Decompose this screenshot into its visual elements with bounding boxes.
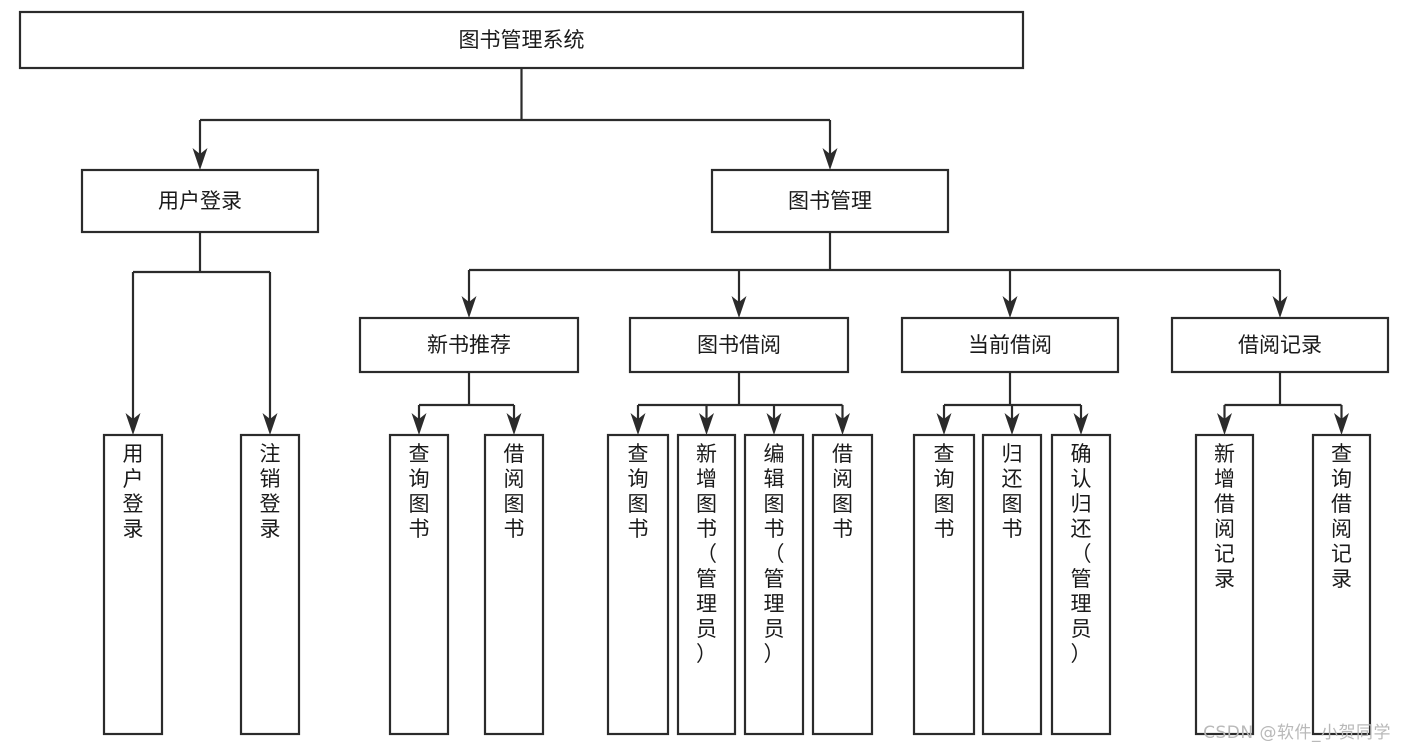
node-user-login[interactable]: 用户登录 bbox=[80, 168, 320, 234]
node-leaf-borrow-book-2[interactable]: 借阅图书 bbox=[811, 433, 874, 736]
node-leaf-query-record-label: 查询借阅记录 bbox=[1331, 442, 1352, 591]
arrow-head-icon bbox=[1073, 413, 1089, 435]
node-leaf-edit-book[interactable]: 编辑图书（管理员） bbox=[743, 433, 805, 736]
node-leaf-user-login-label: 用户登录 bbox=[123, 442, 144, 541]
node-current-borrow[interactable]: 当前借阅 bbox=[900, 316, 1120, 374]
node-leaf-logout[interactable]: 注销登录 bbox=[239, 433, 301, 736]
node-leaf-add-record[interactable]: 新增借阅记录 bbox=[1194, 433, 1255, 736]
arrow-head-icon bbox=[822, 148, 838, 170]
node-leaf-return-book[interactable]: 归还图书 bbox=[981, 433, 1043, 736]
arrow-head-icon bbox=[1334, 413, 1349, 435]
node-borrow-record[interactable]: 借阅记录 bbox=[1170, 316, 1390, 374]
node-leaf-confirm-return-label: 确认归还（管理员） bbox=[1071, 442, 1092, 666]
arrow-head-icon bbox=[262, 413, 278, 435]
node-leaf-borrow-book-2-label: 借阅图书 bbox=[832, 442, 853, 541]
node-leaf-borrow-book-1[interactable]: 借阅图书 bbox=[483, 433, 545, 736]
arrow-head-icon bbox=[125, 413, 141, 435]
node-leaf-edit-book-box[interactable] bbox=[743, 433, 805, 736]
arrow-head-icon bbox=[1217, 413, 1232, 435]
node-leaf-user-login[interactable]: 用户登录 bbox=[102, 433, 164, 736]
node-leaf-edit-book-label: 编辑图书（管理员） bbox=[764, 442, 785, 666]
node-leaf-borrow-book-1-label: 借阅图书 bbox=[504, 442, 525, 541]
arrow-head-icon bbox=[192, 148, 208, 170]
node-new-book-recommend-box[interactable] bbox=[358, 316, 580, 374]
node-book-manage-box[interactable] bbox=[710, 168, 950, 234]
node-leaf-confirm-return[interactable]: 确认归还（管理员） bbox=[1050, 433, 1112, 736]
node-leaf-query-book-1-label: 查询图书 bbox=[409, 442, 430, 541]
node-leaf-add-book-box[interactable] bbox=[676, 433, 737, 736]
node-leaf-logout-box[interactable] bbox=[239, 433, 301, 736]
node-leaf-query-record-box[interactable] bbox=[1311, 433, 1372, 736]
node-user-login-label: 用户登录 bbox=[158, 189, 242, 213]
node-root-system[interactable]: 图书管理系统 bbox=[18, 10, 1025, 70]
node-leaf-query-book-3[interactable]: 查询图书 bbox=[912, 433, 976, 736]
node-leaf-add-book-label: 新增图书（管理员） bbox=[696, 442, 717, 666]
node-book-manage[interactable]: 图书管理 bbox=[710, 168, 950, 234]
arrow-head-icon bbox=[461, 296, 477, 318]
node-user-login-box[interactable] bbox=[80, 168, 320, 234]
arrow-head-icon bbox=[766, 413, 782, 435]
arrow-head-icon bbox=[506, 413, 522, 435]
node-layer: 图书管理系统用户登录图书管理新书推荐图书借阅当前借阅借阅记录用户登录注销登录查询… bbox=[18, 10, 1390, 736]
node-current-borrow-label: 当前借阅 bbox=[968, 333, 1052, 357]
node-leaf-logout-label: 注销登录 bbox=[260, 442, 281, 541]
node-book-borrow[interactable]: 图书借阅 bbox=[628, 316, 850, 374]
arrow-head-icon bbox=[1004, 413, 1020, 435]
node-leaf-return-book-box[interactable] bbox=[981, 433, 1043, 736]
node-leaf-query-book-2-label: 查询图书 bbox=[628, 442, 649, 541]
arrow-head-icon bbox=[835, 413, 850, 435]
node-new-book-recommend[interactable]: 新书推荐 bbox=[358, 316, 580, 374]
node-leaf-add-book[interactable]: 新增图书（管理员） bbox=[676, 433, 737, 736]
node-leaf-query-book-3-box[interactable] bbox=[912, 433, 976, 736]
arrow-head-icon bbox=[1272, 296, 1288, 318]
node-leaf-return-book-label: 归还图书 bbox=[1002, 442, 1023, 541]
node-root-system-label: 图书管理系统 bbox=[459, 28, 585, 52]
arrow-head-icon bbox=[411, 413, 427, 435]
node-leaf-borrow-book-2-box[interactable] bbox=[811, 433, 874, 736]
arrow-head-icon bbox=[936, 413, 952, 435]
connector-layer bbox=[125, 68, 1349, 435]
node-leaf-add-record-box[interactable] bbox=[1194, 433, 1255, 736]
node-leaf-user-login-box[interactable] bbox=[102, 433, 164, 736]
node-borrow-record-box[interactable] bbox=[1170, 316, 1390, 374]
node-borrow-record-label: 借阅记录 bbox=[1238, 333, 1322, 357]
node-leaf-confirm-return-box[interactable] bbox=[1050, 433, 1112, 736]
arrow-head-icon bbox=[1002, 296, 1018, 318]
node-leaf-query-book-2-box[interactable] bbox=[606, 433, 670, 736]
node-leaf-borrow-book-1-box[interactable] bbox=[483, 433, 545, 736]
node-leaf-query-record[interactable]: 查询借阅记录 bbox=[1311, 433, 1372, 736]
node-root-system-box[interactable] bbox=[18, 10, 1025, 70]
node-leaf-query-book-1[interactable]: 查询图书 bbox=[388, 433, 450, 736]
node-new-book-recommend-label: 新书推荐 bbox=[427, 333, 511, 357]
node-book-borrow-box[interactable] bbox=[628, 316, 850, 374]
node-leaf-query-book-1-box[interactable] bbox=[388, 433, 450, 736]
node-book-borrow-label: 图书借阅 bbox=[697, 333, 781, 357]
node-leaf-query-book-2[interactable]: 查询图书 bbox=[606, 433, 670, 736]
arrow-head-icon bbox=[699, 413, 714, 435]
node-leaf-query-book-3-label: 查询图书 bbox=[934, 442, 955, 541]
node-current-borrow-box[interactable] bbox=[900, 316, 1120, 374]
node-book-manage-label: 图书管理 bbox=[788, 189, 872, 213]
arrow-head-icon bbox=[630, 413, 646, 435]
node-leaf-add-record-label: 新增借阅记录 bbox=[1214, 442, 1235, 591]
arrow-head-icon bbox=[731, 296, 747, 318]
